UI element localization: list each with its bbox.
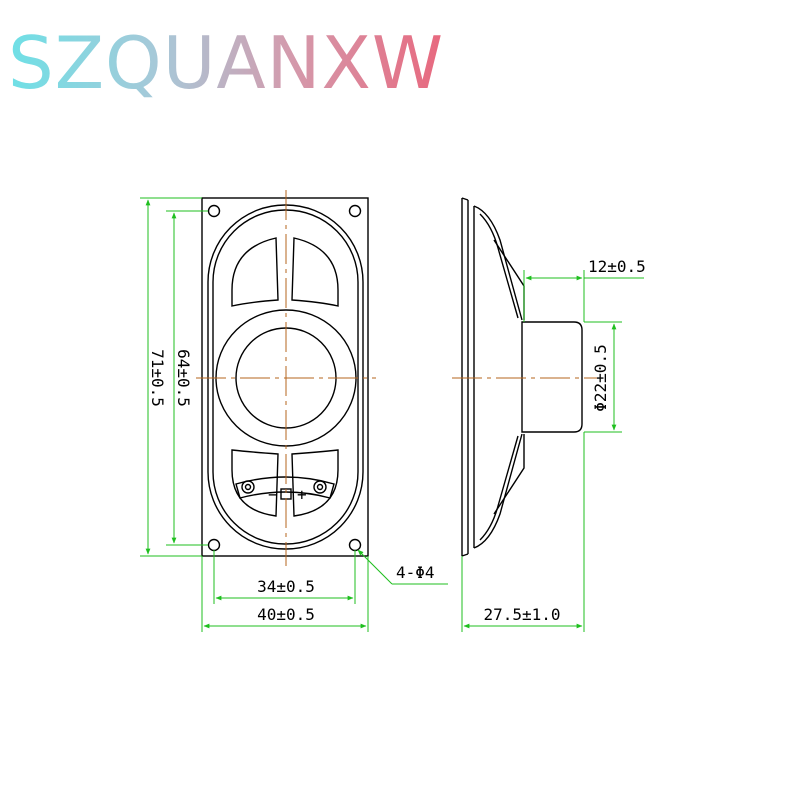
dim-64-label: 64±0.5 [174, 349, 193, 407]
dim-71-label: 71±0.5 [148, 349, 167, 407]
terminal-plate [235, 476, 335, 499]
dim-27-label: 27.5±1.0 [483, 605, 560, 624]
basket-upper [473, 205, 523, 321]
dim-12-label: 12±0.5 [588, 257, 646, 276]
upper-left-vent [231, 237, 279, 307]
terminal-right [313, 480, 327, 494]
speaker-frame [201, 197, 369, 557]
mount-hole-tr [348, 204, 362, 218]
front-view [201, 197, 369, 557]
mount-hole-tl [207, 204, 221, 218]
terminal-plus-label: + [297, 485, 307, 504]
mount-hole-br [348, 538, 362, 552]
mount-hole-bl [207, 538, 221, 552]
magnet [521, 321, 583, 433]
terminal-minus-label: − [268, 485, 278, 504]
basket-lower [473, 433, 523, 549]
dimension-lines [140, 197, 644, 632]
dim-34-label: 34±0.5 [257, 577, 315, 596]
upper-right-vent [291, 237, 339, 307]
dim-holes-label: 4-Φ4 [396, 563, 435, 582]
terminal-left [241, 480, 255, 494]
side-view [461, 197, 583, 557]
lower-left-vent [231, 449, 279, 517]
front-centerlines [196, 190, 376, 566]
dim-40-label: 40±0.5 [257, 605, 315, 624]
dim-22-label: Φ22±0.5 [591, 344, 610, 411]
lower-right-vent [291, 449, 339, 517]
brand-logo: SZQUANXW [8, 21, 444, 105]
